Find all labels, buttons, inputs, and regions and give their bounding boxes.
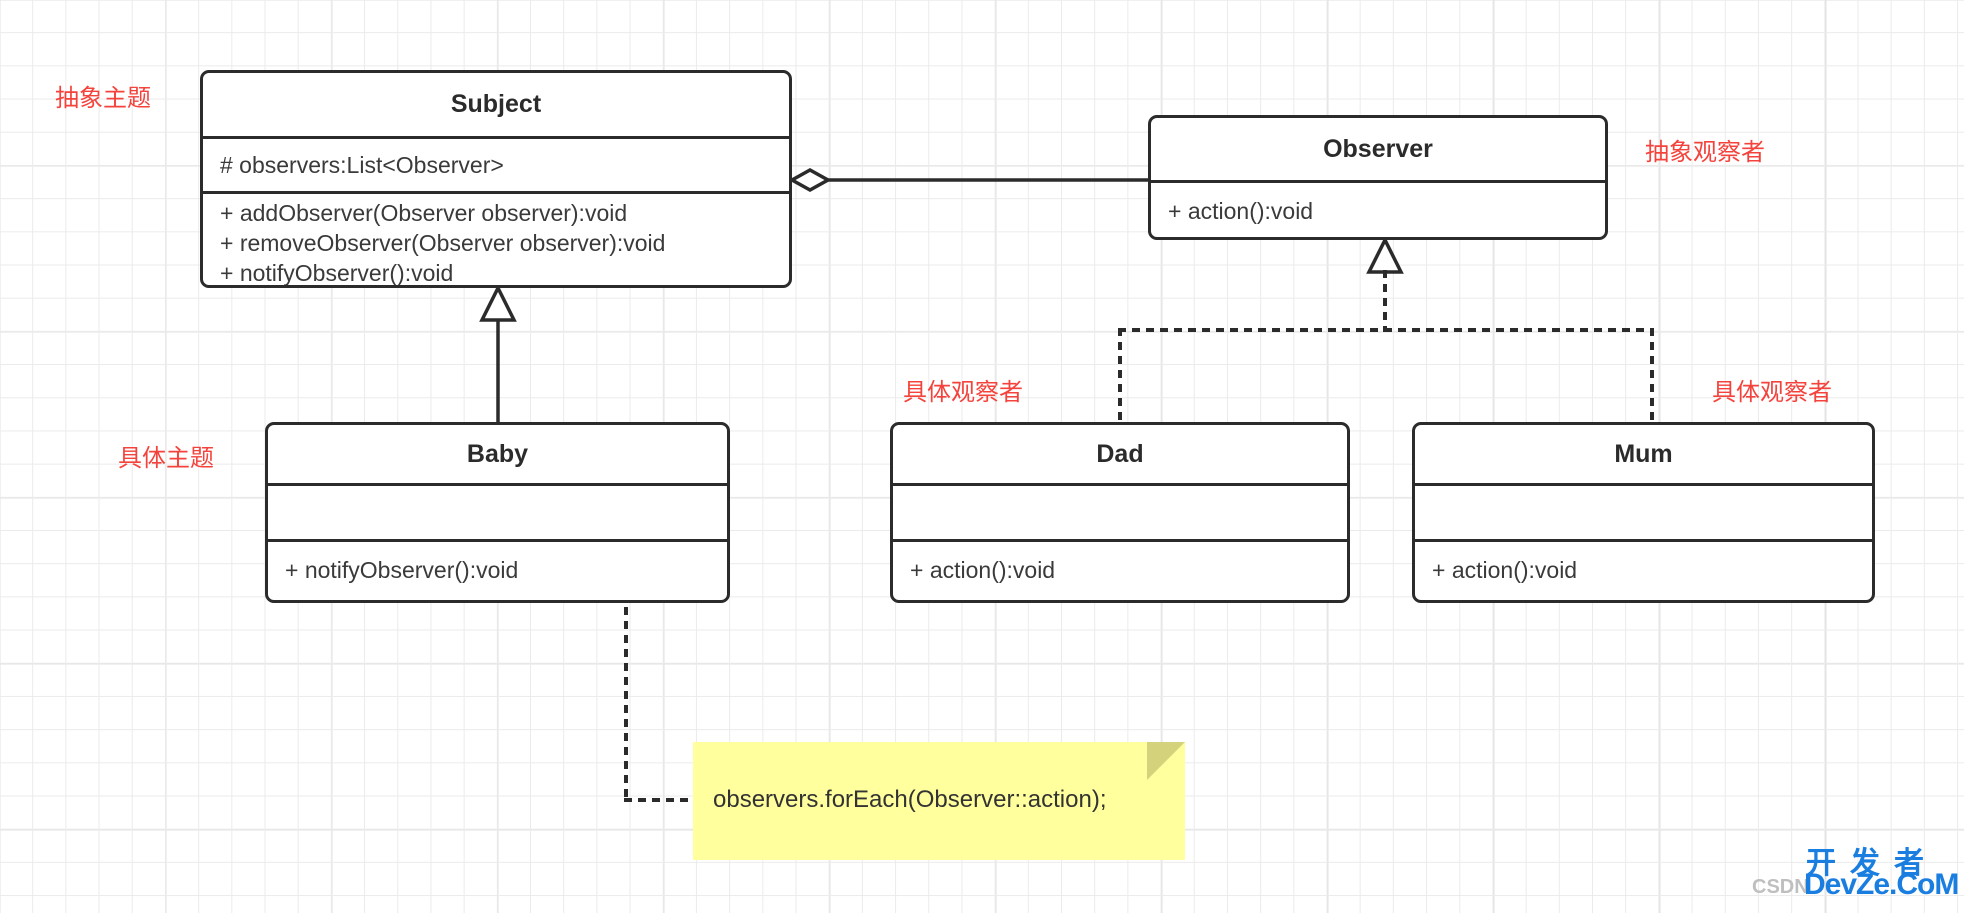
class-methods-dad: + action():void — [893, 539, 1347, 599]
aggregation-diamond-icon — [788, 167, 832, 193]
class-methods-baby: + notifyObserver():void — [268, 539, 727, 599]
method-row: + removeObserver(Observer observer):void — [220, 229, 666, 256]
watermark-site: DevZe.CoM — [1804, 868, 1959, 901]
class-title-observer: Observer — [1323, 134, 1433, 163]
class-title-mum: Mum — [1614, 439, 1673, 468]
note-text: observers.forEach(Observer::action); — [713, 786, 1107, 813]
method-row: + action():void — [910, 557, 1056, 583]
class-box-mum[interactable]: Mum + action():void — [1412, 422, 1875, 603]
class-box-dad[interactable]: Dad + action():void — [890, 422, 1350, 603]
watermark-csdn: CSDN — [1752, 876, 1809, 898]
class-attributes-mum — [1415, 483, 1872, 539]
realization-triangle-icon — [1366, 236, 1404, 274]
method-row: + addObserver(Observer observer):void — [220, 199, 628, 226]
link-observers-realization — [1118, 236, 1654, 424]
class-attributes-subject: # observers:List<Observer> — [203, 136, 789, 191]
code-note[interactable] — [693, 742, 1185, 860]
annotation-observer: 抽象观察者 — [1645, 138, 1765, 166]
generalization-triangle-icon — [479, 284, 517, 322]
class-title-dad: Dad — [1096, 439, 1144, 468]
link-baby-subject-generalization — [479, 284, 517, 422]
class-title-baby: Baby — [466, 439, 529, 468]
class-attributes-baby — [268, 483, 727, 539]
class-box-baby[interactable]: Baby + notifyObserver():void — [265, 422, 730, 603]
class-attributes-dad — [893, 483, 1347, 539]
note-fold-shadow-icon — [1147, 742, 1185, 780]
annotation-subject: 抽象主题 — [55, 84, 151, 112]
class-box-subject[interactable]: Subject # observers:List<Observer> + add… — [200, 70, 792, 288]
method-row: + action():void — [1168, 197, 1314, 224]
link-baby-note-anchor — [614, 569, 702, 802]
annotation-dad: 具体观察者 — [903, 378, 1023, 406]
class-box-observer[interactable]: Observer + action():void — [1148, 115, 1608, 240]
attribute-row: # observers:List<Observer> — [220, 151, 504, 178]
class-methods-observer: + action():void — [1151, 180, 1605, 237]
method-row: + action():void — [1432, 557, 1578, 583]
watermark-cn: 开发者 — [1806, 846, 1938, 881]
annotation-mum: 具体观察者 — [1712, 378, 1832, 406]
annotation-baby: 具体主题 — [118, 444, 214, 472]
method-row: + notifyObserver():void — [220, 259, 454, 286]
class-methods-subject: + addObserver(Observer observer):void + … — [203, 191, 789, 286]
method-row: + notifyObserver():void — [285, 557, 519, 583]
class-title-subject: Subject — [450, 90, 542, 118]
link-subject-observer-aggregation — [788, 167, 1148, 193]
class-methods-mum: + action():void — [1415, 539, 1872, 599]
